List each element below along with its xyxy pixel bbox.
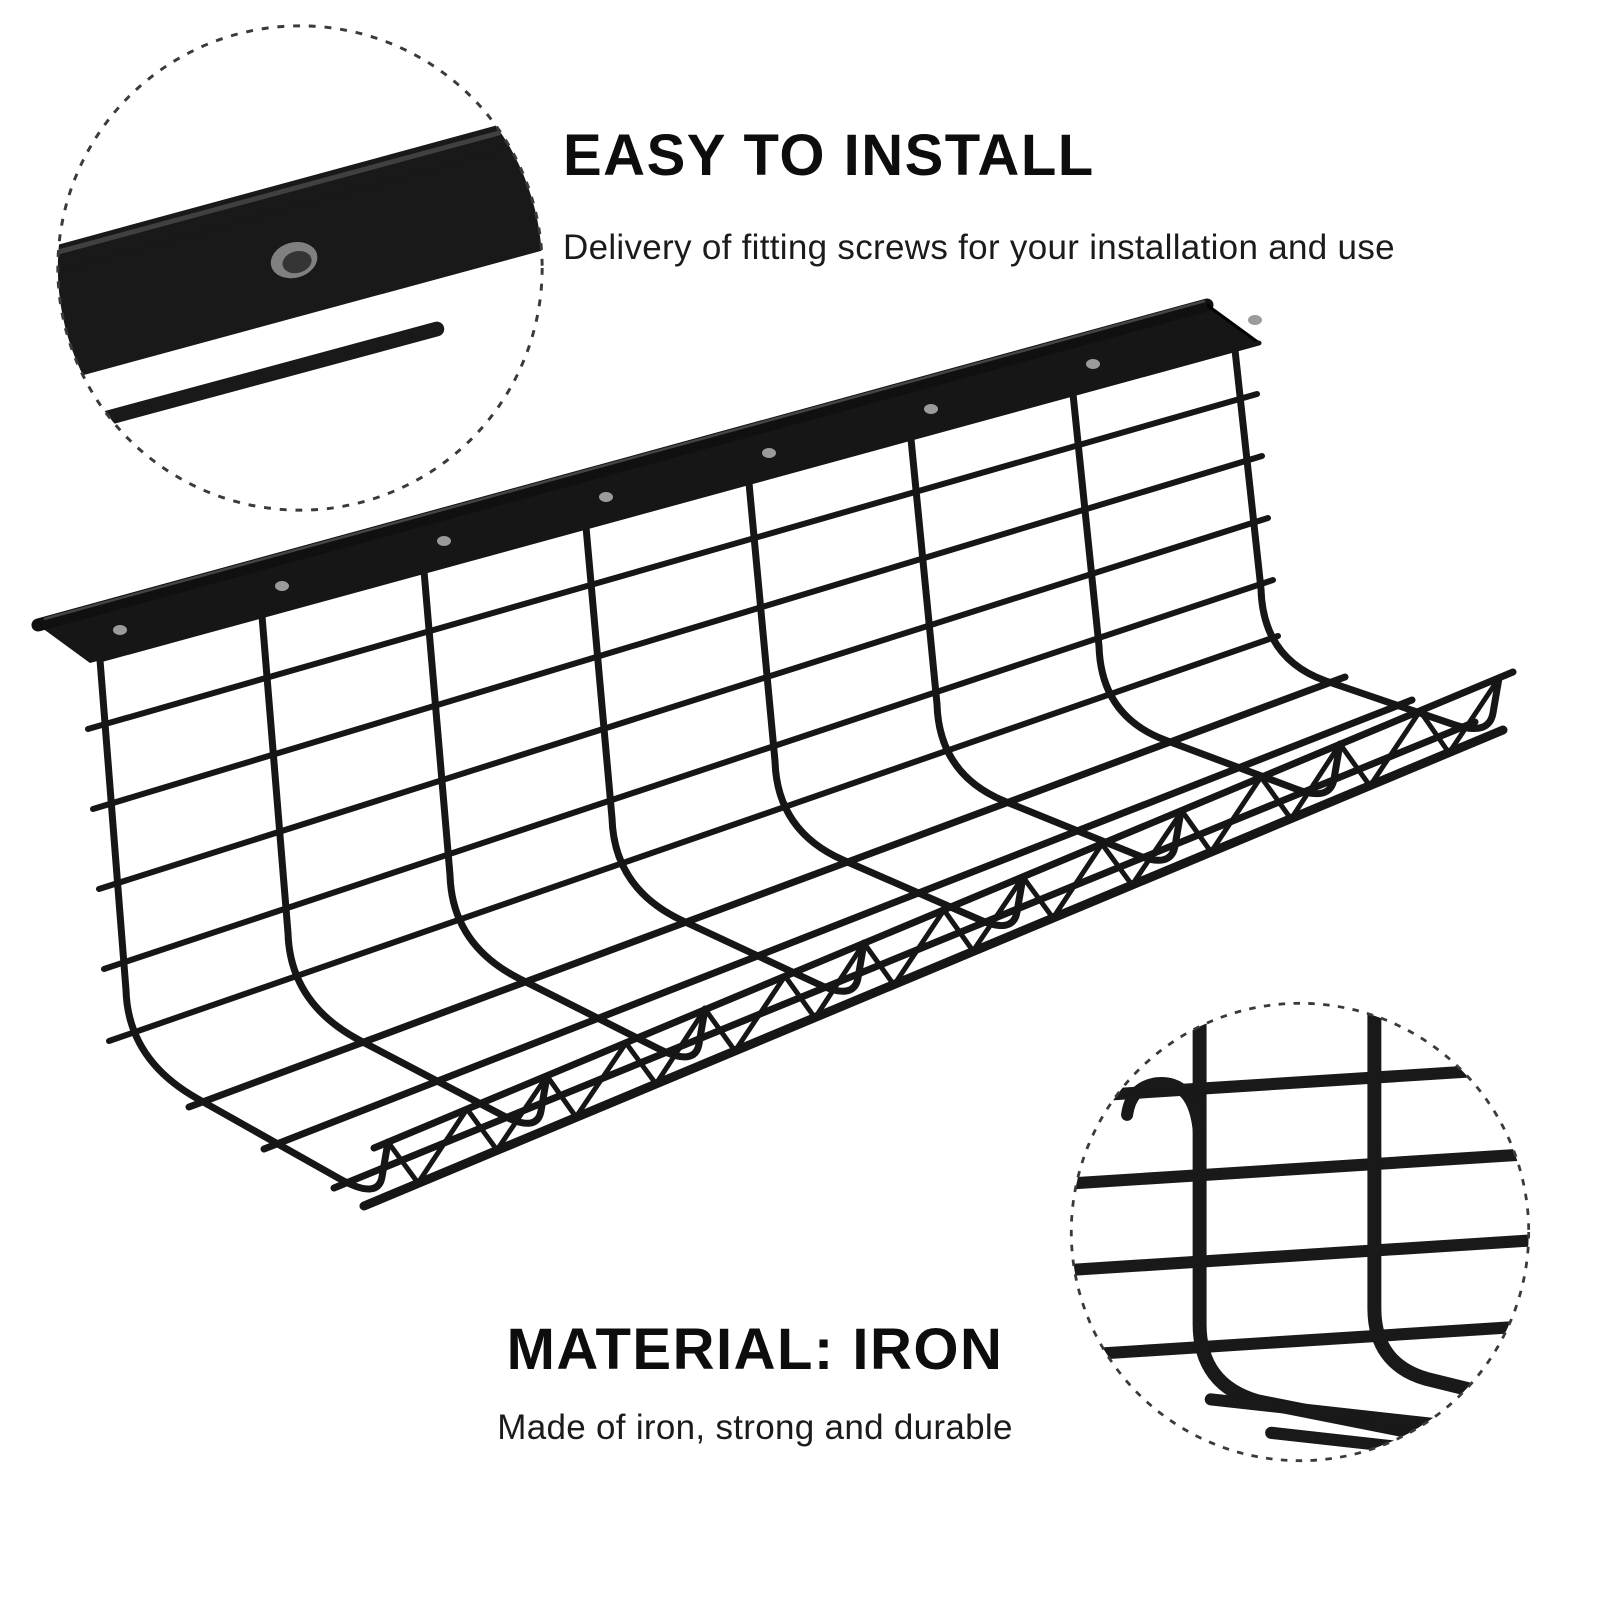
screw-hole [113, 625, 127, 635]
front-bottom-edge [359, 725, 1508, 1211]
screw-hole [599, 492, 613, 502]
material-text-block: MATERIAL: IRON Made of iron, strong and … [430, 1317, 1080, 1449]
install-title: EASY TO INSTALL [563, 123, 1095, 188]
grid-detail-callout [1069, 1001, 1531, 1463]
screw-hole [924, 404, 938, 414]
rolled-edge [57, 119, 534, 279]
material-subtitle: Made of iron, strong and durable [497, 1407, 1013, 1447]
install-subtitle: Delivery of fitting screws for your inst… [563, 227, 1395, 267]
install-text-block: EASY TO INSTALL Delivery of fitting scre… [563, 123, 1395, 269]
dashed-circle-border [1069, 1001, 1531, 1463]
wire-hook [1121, 1077, 1206, 1149]
screw-hole [762, 448, 776, 458]
material-title: MATERIAL: IRON [506, 1317, 1004, 1382]
vertical-wire [1367, 1003, 1529, 1416]
screw-hole [1086, 359, 1100, 369]
bracket-detail-callout [56, 24, 544, 512]
screw-holes [113, 315, 1262, 635]
screw-hole [1248, 315, 1262, 325]
dashed-circle-border [56, 24, 544, 512]
wire-grid [85, 340, 1517, 1211]
screw-hole [275, 581, 289, 591]
screw-hole [437, 536, 451, 546]
